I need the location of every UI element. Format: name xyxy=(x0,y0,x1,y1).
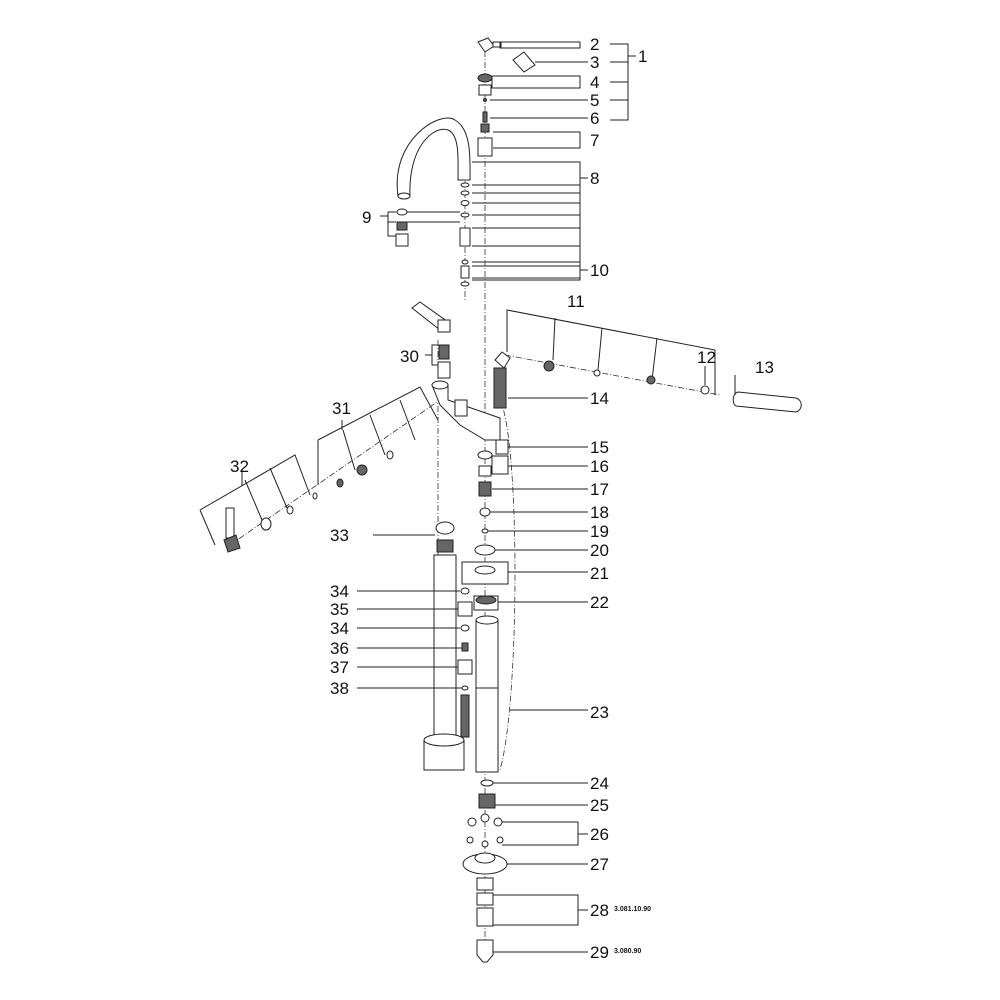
label-part-16: 16 xyxy=(590,457,609,476)
label-part-4: 4 xyxy=(590,73,599,92)
aerator-parts xyxy=(395,208,409,247)
label-part-33: 33 xyxy=(330,526,349,545)
label-part-7: 7 xyxy=(590,131,599,150)
label-part-28: 28 xyxy=(590,901,609,920)
inner-valve-parts xyxy=(457,587,473,738)
hose xyxy=(493,351,511,409)
label-part-21: 21 xyxy=(590,564,609,583)
label-part-3: 3 xyxy=(590,53,599,72)
label-part-30: 30 xyxy=(400,347,419,366)
label-part-34a: 34 xyxy=(330,582,349,601)
label-part-8: 8 xyxy=(590,169,599,188)
upper-handle-assembly xyxy=(411,301,451,379)
label-part-10: 10 xyxy=(590,261,609,280)
label-part-31: 31 xyxy=(332,399,351,418)
label-part-34b: 34 xyxy=(330,619,349,638)
label-part-32: 32 xyxy=(230,457,249,476)
label-part-23: 23 xyxy=(590,703,609,722)
label-part-22: 22 xyxy=(590,593,609,612)
floor-mount-parts xyxy=(462,779,508,963)
label-part-5: 5 xyxy=(590,91,599,110)
left-standpipe xyxy=(423,521,465,771)
right-column-parts xyxy=(461,439,509,611)
label-part-24: 24 xyxy=(590,774,609,793)
mixer-body xyxy=(431,380,501,441)
label-part-26: 26 xyxy=(590,825,609,844)
label-part-17: 17 xyxy=(590,480,609,499)
leader-lines xyxy=(241,41,736,953)
label-part-18: 18 xyxy=(590,503,609,522)
label-part-35: 35 xyxy=(330,600,349,619)
label-part-37: 37 xyxy=(330,658,349,677)
label-part-11: 11 xyxy=(567,292,585,311)
label-part-27: 27 xyxy=(590,855,609,874)
note-part-28: 3.081.10.90 xyxy=(614,906,651,913)
label-part-2: 2 xyxy=(590,35,599,54)
left-handle-31 xyxy=(317,386,439,488)
label-part-38: 38 xyxy=(330,679,349,698)
spout xyxy=(396,117,471,287)
part-labels: 2 1 3 4 5 6 7 8 9 10 11 12 13 14 15 16 1… xyxy=(230,35,774,962)
label-part-36: 36 xyxy=(330,639,349,658)
label-part-25: 25 xyxy=(590,796,609,815)
label-part-9: 9 xyxy=(362,208,371,227)
hand-shower-assembly xyxy=(506,309,802,413)
main-column xyxy=(475,615,499,773)
label-part-14: 14 xyxy=(590,389,609,408)
top-cartridge-parts xyxy=(477,37,536,157)
label-part-19: 19 xyxy=(590,522,609,541)
label-part-12: 12 xyxy=(697,348,716,367)
label-part-13: 13 xyxy=(755,358,774,377)
label-part-20: 20 xyxy=(590,541,609,560)
label-part-6: 6 xyxy=(590,109,599,128)
left-handle-32 xyxy=(199,454,318,553)
note-part-29: 3.080.90 xyxy=(614,948,641,955)
label-part-1: 1 xyxy=(638,47,647,66)
label-part-29: 29 xyxy=(590,943,609,962)
label-part-15: 15 xyxy=(590,438,609,457)
